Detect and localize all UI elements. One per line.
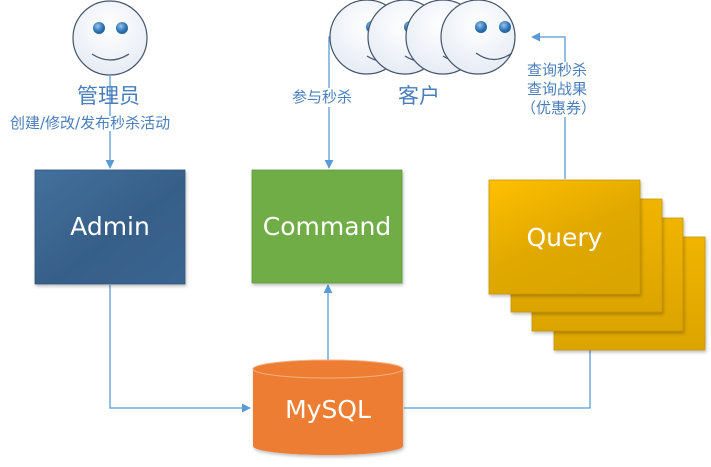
mysql-database-cylinder [252, 359, 404, 455]
query-flow-label: 查询秒杀 查询战果 （优惠券） [521, 61, 597, 117]
admin-smiley-icon [72, 0, 148, 76]
connector-admin-to-mysql [109, 285, 251, 413]
admin-role-title: 管理员 [77, 84, 140, 108]
admin-component-box [34, 169, 186, 285]
command-component-box [251, 169, 403, 284]
admin-action-label: 创建/修改/发布秒杀活动 [9, 114, 172, 132]
query-component-stack [488, 179, 706, 351]
command-component-label: Command [262, 212, 392, 241]
customer-smiley-icon [440, 0, 516, 75]
connector-query-to-customer [531, 32, 566, 179]
query-flow-line: （优惠券） [521, 99, 597, 117]
admin-component-label: Admin [70, 212, 150, 241]
participate-flow-label: 参与秒杀 [291, 88, 354, 107]
customer-role-title: 客户 [398, 84, 440, 108]
query-flow-line: 查询秒杀 [527, 61, 588, 79]
query-instance-box [488, 179, 641, 295]
query-flow-line: 查询战果 [527, 80, 588, 98]
query-component-label: Query [526, 223, 603, 252]
customer-smileys [329, 0, 516, 75]
mysql-component-label: MySQL [285, 395, 371, 424]
